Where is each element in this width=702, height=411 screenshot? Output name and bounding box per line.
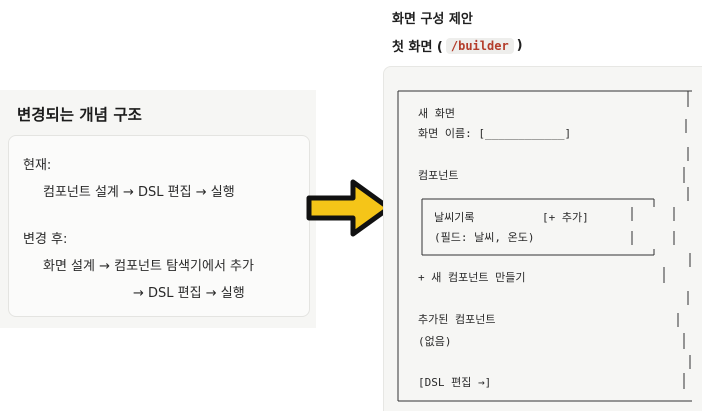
screen-proposal-heading: 화면 구성 제안: [392, 12, 473, 27]
concept-structure-title: 변경되는 개념 구조: [17, 106, 142, 124]
builder-route-code: /builder: [445, 37, 514, 54]
concept-structure-panel: 변경되는 개념 구조 현재: 컴포넌트 설계 → DSL 편집 → 실행 변경 …: [0, 90, 316, 328]
weather-fields: (필드: 날씨, 온도): [434, 231, 535, 244]
right-arrow-icon: [306, 179, 392, 237]
first-screen-subheading: 첫 화면 ( /builder ): [392, 36, 523, 55]
components-label: 컴포넌트: [418, 169, 459, 182]
screen-name-field[interactable]: 화면 이름: [____________]: [418, 127, 572, 140]
current-flow: 컴포넌트 설계 → DSL 편집 → 실행: [43, 185, 235, 200]
current-label: 현재:: [23, 158, 52, 173]
after-flow-line-1: 화면 설계 → 컴포넌트 탐색기에서 추가: [43, 259, 254, 274]
after-flow-line-2: → DSL 편집 → 실행: [133, 286, 245, 301]
new-component-button[interactable]: + 새 컴포넌트 만들기: [418, 271, 526, 284]
add-component-button[interactable]: [+ 추가]: [542, 211, 589, 224]
new-screen-label: 새 화면: [418, 107, 455, 120]
concept-structure-card: 현재: 컴포넌트 설계 → DSL 편집 → 실행 변경 후: 화면 설계 → …: [8, 135, 310, 317]
first-screen-prefix: 첫 화면 (: [392, 40, 443, 55]
dsl-edit-button[interactable]: [DSL 편집 →]: [418, 376, 492, 389]
added-components-empty: (없음): [418, 335, 452, 348]
weather-component-title: 날씨기록: [434, 211, 475, 224]
first-screen-suffix: ): [516, 38, 523, 53]
after-label: 변경 후:: [23, 232, 68, 247]
wireframe-panel: 새 화면 화면 이름: [____________] 컴포넌트 날씨기록 [+ …: [383, 66, 702, 411]
added-components-label: 추가된 컴포넌트: [418, 313, 496, 326]
